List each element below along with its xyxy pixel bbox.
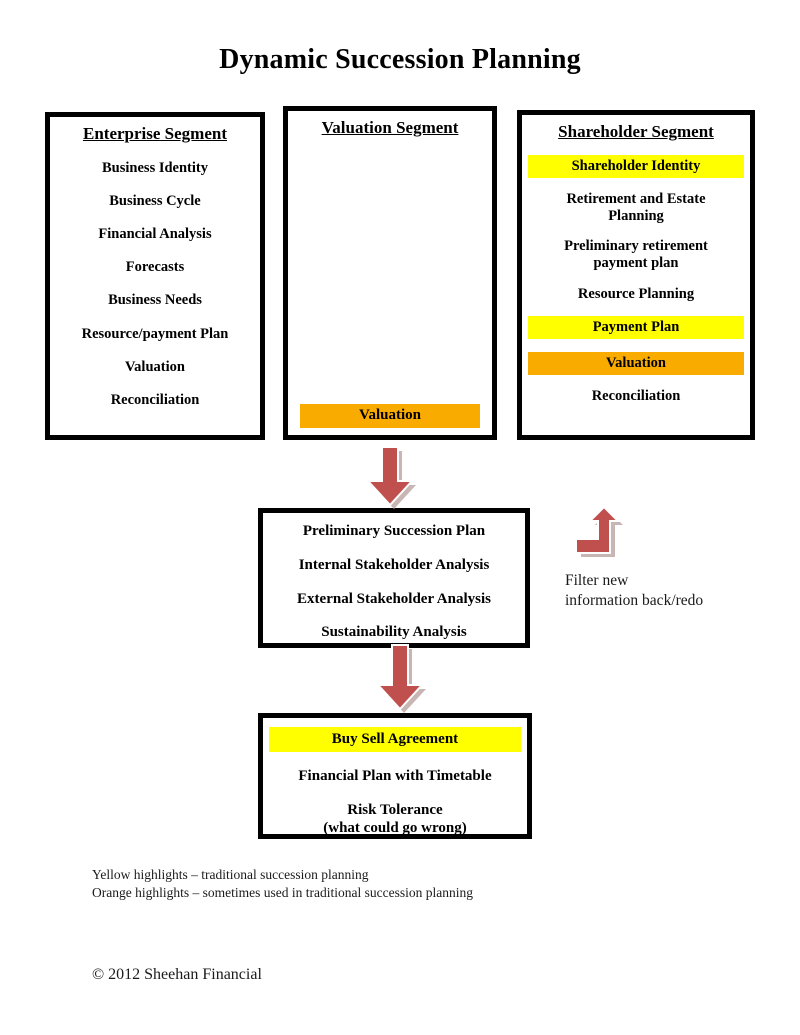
page-title: Dynamic Succession Planning [219,44,581,75]
plan-item: Internal Stakeholder Analysis [298,556,490,573]
agreement-box: Buy Sell Agreement Financial Plan with T… [258,713,532,839]
legend-yellow-line: Yellow highlights – traditional successi… [92,867,369,882]
highlight-legend: Yellow highlights – traditional successi… [92,866,473,902]
down-arrow-icon [376,644,426,713]
shareholder-item: Shareholder Identity [528,155,744,179]
plan-item: Preliminary Succession Plan [302,523,486,539]
shareholder-item: Retirement and Estate Planning [566,191,706,225]
enterprise-item: Business Cycle [109,193,201,210]
enterprise-item: Business Identity [102,160,208,176]
enterprise-item: Financial Analysis [98,226,212,243]
valuation-item-highlighted: Valuation [300,404,480,428]
shareholder-segment-box: Shareholder Segment Shareholder Identity… [517,110,755,440]
shareholder-item: Payment Plan [528,315,744,339]
enterprise-item: Forecasts [125,259,185,276]
enterprise-item: Valuation [125,358,185,375]
plan-item: External Stakeholder Analysis [297,590,491,607]
agreement-item: Risk Tolerance (what could go wrong) [323,801,467,837]
succession-plan-box: Preliminary Succession Plan Internal Sta… [258,508,530,648]
plan-item: Sustainability Analysis [321,624,467,641]
shareholder-item: Resource Planning [577,285,695,302]
agreement-item-highlighted: Buy Sell Agreement [269,727,521,752]
shareholder-item: Preliminary retirement payment plan [564,238,708,272]
enterprise-item: Resource/payment Plan [81,325,229,342]
enterprise-segment-header: Enterprise Segment [82,124,227,143]
shareholder-segment-header: Shareholder Segment [558,122,714,141]
shareholder-item: Valuation [528,351,744,375]
copyright-text: © 2012 Sheehan Financial [92,966,262,983]
valuation-segment-header: Valuation Segment [321,118,459,137]
down-arrow-icon [366,446,416,509]
legend-orange-line: Orange highlights – sometimes used in tr… [92,885,473,901]
valuation-segment-box: Valuation Segment Valuation [283,106,497,440]
enterprise-segment-box: Enterprise Segment Business Identity Bus… [45,112,265,440]
agreement-item: Financial Plan with Timetable [298,767,492,784]
shareholder-item: Reconciliation [591,387,681,404]
enterprise-item: Reconciliation [110,391,200,408]
enterprise-item: Business Needs [108,292,202,309]
filter-note: Filter new information back/redo [565,572,704,610]
bent-up-arrow-icon [575,505,623,557]
